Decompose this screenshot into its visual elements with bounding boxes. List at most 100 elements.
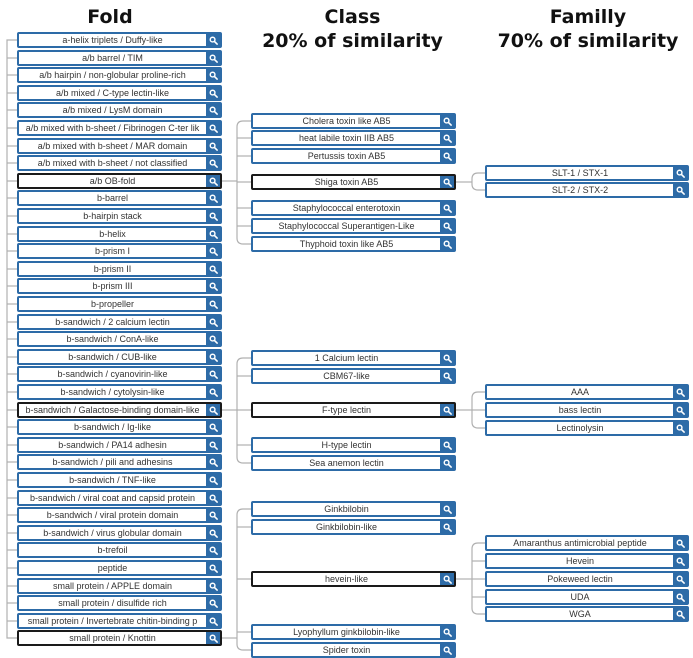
search-icon[interactable] <box>206 140 220 152</box>
class-item-1-calcium-lectin[interactable]: 1 Calcium lectin <box>251 350 456 366</box>
search-icon[interactable] <box>673 422 687 434</box>
fold-item-b-sandwich-cyanovirin-like[interactable]: b-sandwich / cyanovirin-like <box>17 366 222 382</box>
fold-item-peptide[interactable]: peptide <box>17 560 222 576</box>
class-item-thyphoid-toxin-like-ab5[interactable]: Thyphoid toxin like AB5 <box>251 236 456 252</box>
search-icon[interactable] <box>673 608 687 620</box>
fold-item-b-sandwich-tnf-like[interactable]: b-sandwich / TNF-like <box>17 472 222 488</box>
fold-item-small-protein-knottin[interactable]: small protein / Knottin <box>17 630 222 646</box>
class-item-lyophyllum-ginkbilobin-like[interactable]: Lyophyllum ginkbilobin-like <box>251 624 456 640</box>
search-icon[interactable] <box>206 351 220 363</box>
family-item-amaranthus-antimicrobial-peptide[interactable]: Amaranthus antimicrobial peptide <box>485 535 689 551</box>
fold-item-small-protein-disulfide-rich[interactable]: small protein / disulfide rich <box>17 595 222 611</box>
search-icon[interactable] <box>206 104 220 116</box>
class-item-sea-anemon-lectin[interactable]: Sea anemon lectin <box>251 455 456 471</box>
class-item-cbm67-like[interactable]: CBM67-like <box>251 368 456 384</box>
search-icon[interactable] <box>206 34 220 46</box>
search-icon[interactable] <box>206 157 220 169</box>
family-item-slt-1-stx-1[interactable]: SLT-1 / STX-1 <box>485 165 689 181</box>
fold-item-b-sandwich-2-calcium-lectin[interactable]: b-sandwich / 2 calcium lectin <box>17 314 222 330</box>
fold-item-b-prism-i[interactable]: b-prism I <box>17 243 222 259</box>
family-item-hevein[interactable]: Hevein <box>485 553 689 569</box>
fold-item-a-b-mixed-with-b-sheet-mar-domain[interactable]: a/b mixed with b-sheet / MAR domain <box>17 138 222 154</box>
search-icon[interactable] <box>440 150 454 162</box>
search-icon[interactable] <box>440 352 454 364</box>
search-icon[interactable] <box>673 555 687 567</box>
search-icon[interactable] <box>206 632 220 644</box>
fold-item-b-sandwich-cytolysin-like[interactable]: b-sandwich / cytolysin-like <box>17 384 222 400</box>
class-item-heat-labile-toxin-iib-ab5[interactable]: heat labile toxin IIB AB5 <box>251 130 456 146</box>
search-icon[interactable] <box>206 298 220 310</box>
class-item-f-type-lectin[interactable]: F-type lectin <box>251 402 456 418</box>
fold-item-a-helix-triplets-duffy-like[interactable]: a-helix triplets / Duffy-like <box>17 32 222 48</box>
search-icon[interactable] <box>440 220 454 232</box>
search-icon[interactable] <box>206 69 220 81</box>
family-item-lectinolysin[interactable]: Lectinolysin <box>485 420 689 436</box>
search-icon[interactable] <box>673 184 687 196</box>
search-icon[interactable] <box>440 573 454 585</box>
search-icon[interactable] <box>206 52 220 64</box>
search-icon[interactable] <box>440 439 454 451</box>
class-item-staphylococcal-superantigen-like[interactable]: Staphylococcal Superantigen-Like <box>251 218 456 234</box>
fold-item-b-sandwich-galactose-binding-domain-like[interactable]: b-sandwich / Galactose-binding domain-li… <box>17 402 222 418</box>
search-icon[interactable] <box>440 370 454 382</box>
search-icon[interactable] <box>206 192 220 204</box>
search-icon[interactable] <box>206 175 220 187</box>
search-icon[interactable] <box>673 573 687 585</box>
class-item-hevein-like[interactable]: hevein-like <box>251 571 456 587</box>
fold-item-a-b-barrel-tim[interactable]: a/b barrel / TIM <box>17 50 222 66</box>
fold-item-b-propeller[interactable]: b-propeller <box>17 296 222 312</box>
search-icon[interactable] <box>206 509 220 521</box>
fold-item-a-b-mixed-with-b-sheet-not-classified[interactable]: a/b mixed with b-sheet / not classified <box>17 155 222 171</box>
search-icon[interactable] <box>206 404 220 416</box>
fold-item-a-b-mixed-with-b-sheet-fibrinogen-c-ter-lik[interactable]: a/b mixed with b-sheet / Fibrinogen C-te… <box>17 120 222 136</box>
fold-item-a-b-ob-fold[interactable]: a/b OB-fold <box>17 173 222 189</box>
search-icon[interactable] <box>440 238 454 250</box>
fold-item-b-sandwich-ig-like[interactable]: b-sandwich / Ig-like <box>17 419 222 435</box>
fold-item-b-trefoil[interactable]: b-trefoil <box>17 542 222 558</box>
fold-item-b-sandwich-viral-coat-and-capsid-protein[interactable]: b-sandwich / viral coat and capsid prote… <box>17 490 222 506</box>
fold-item-small-protein-apple-domain[interactable]: small protein / APPLE domain <box>17 578 222 594</box>
search-icon[interactable] <box>206 280 220 292</box>
fold-item-b-sandwich-cub-like[interactable]: b-sandwich / CUB-like <box>17 349 222 365</box>
search-icon[interactable] <box>673 404 687 416</box>
search-icon[interactable] <box>206 386 220 398</box>
fold-item-b-prism-ii[interactable]: b-prism II <box>17 261 222 277</box>
family-item-bass-lectin[interactable]: bass lectin <box>485 402 689 418</box>
fold-item-a-b-mixed-lysm-domain[interactable]: a/b mixed / LysM domain <box>17 102 222 118</box>
search-icon[interactable] <box>440 202 454 214</box>
class-item-shiga-toxin-ab5[interactable]: Shiga toxin AB5 <box>251 174 456 190</box>
search-icon[interactable] <box>440 503 454 515</box>
fold-item-small-protein-invertebrate-chitin-binding-p[interactable]: small protein / Invertebrate chitin-bind… <box>17 613 222 629</box>
fold-item-a-b-hairpin-non-globular-proline-rich[interactable]: a/b hairpin / non-globular proline-rich <box>17 67 222 83</box>
fold-item-b-helix[interactable]: b-helix <box>17 226 222 242</box>
search-icon[interactable] <box>206 527 220 539</box>
search-icon[interactable] <box>206 245 220 257</box>
search-icon[interactable] <box>673 591 687 603</box>
search-icon[interactable] <box>206 474 220 486</box>
fold-item-b-hairpin-stack[interactable]: b-hairpin stack <box>17 208 222 224</box>
search-icon[interactable] <box>206 333 220 345</box>
fold-item-b-sandwich-pa14-adhesin[interactable]: b-sandwich / PA14 adhesin <box>17 437 222 453</box>
search-icon[interactable] <box>206 263 220 275</box>
search-icon[interactable] <box>206 456 220 468</box>
search-icon[interactable] <box>206 544 220 556</box>
family-item-slt-2-stx-2[interactable]: SLT-2 / STX-2 <box>485 182 689 198</box>
fold-item-b-barrel[interactable]: b-barrel <box>17 190 222 206</box>
fold-item-b-sandwich-cona-like[interactable]: b-sandwich / ConA-like <box>17 331 222 347</box>
search-icon[interactable] <box>206 562 220 574</box>
search-icon[interactable] <box>206 615 220 627</box>
search-icon[interactable] <box>206 580 220 592</box>
search-icon[interactable] <box>206 421 220 433</box>
family-item-wga[interactable]: WGA <box>485 606 689 622</box>
fold-item-b-sandwich-virus-globular-domain[interactable]: b-sandwich / virus globular domain <box>17 525 222 541</box>
search-icon[interactable] <box>440 132 454 144</box>
search-icon[interactable] <box>440 644 454 656</box>
search-icon[interactable] <box>440 176 454 188</box>
class-item-staphylococcal-enterotoxin[interactable]: Staphylococcal enterotoxin <box>251 200 456 216</box>
search-icon[interactable] <box>440 115 454 127</box>
search-icon[interactable] <box>206 492 220 504</box>
search-icon[interactable] <box>440 457 454 469</box>
search-icon[interactable] <box>206 87 220 99</box>
search-icon[interactable] <box>440 521 454 533</box>
search-icon[interactable] <box>206 316 220 328</box>
